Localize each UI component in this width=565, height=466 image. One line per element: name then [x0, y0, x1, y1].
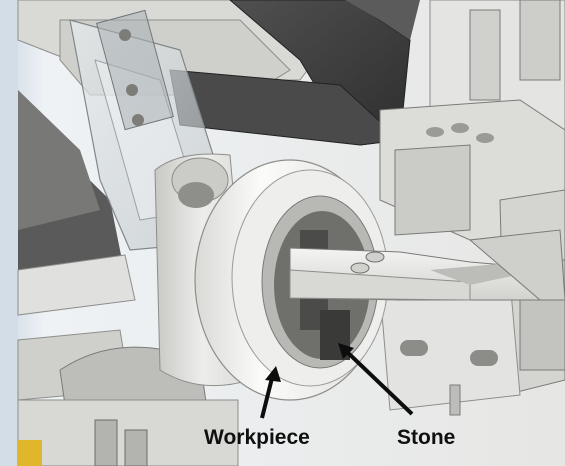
- stone-arrow: [338, 343, 414, 416]
- screw-icon: [365, 251, 385, 263]
- honing-arm: [289, 229, 565, 301]
- stone-label: Stone: [397, 426, 455, 449]
- screw-icon: [119, 29, 131, 41]
- screw-icon: [350, 262, 370, 274]
- yellow-accent: [18, 440, 42, 466]
- workpiece-label: Workpiece: [204, 426, 310, 449]
- arrow-head-icon: [338, 343, 354, 359]
- workpiece-arrow: [260, 366, 281, 419]
- left-frame: [17, 90, 136, 401]
- arrow-head-icon: [265, 366, 281, 382]
- left-edge-strip: [0, 0, 18, 466]
- screw-icon: [132, 114, 144, 126]
- screw-icon: [126, 84, 138, 96]
